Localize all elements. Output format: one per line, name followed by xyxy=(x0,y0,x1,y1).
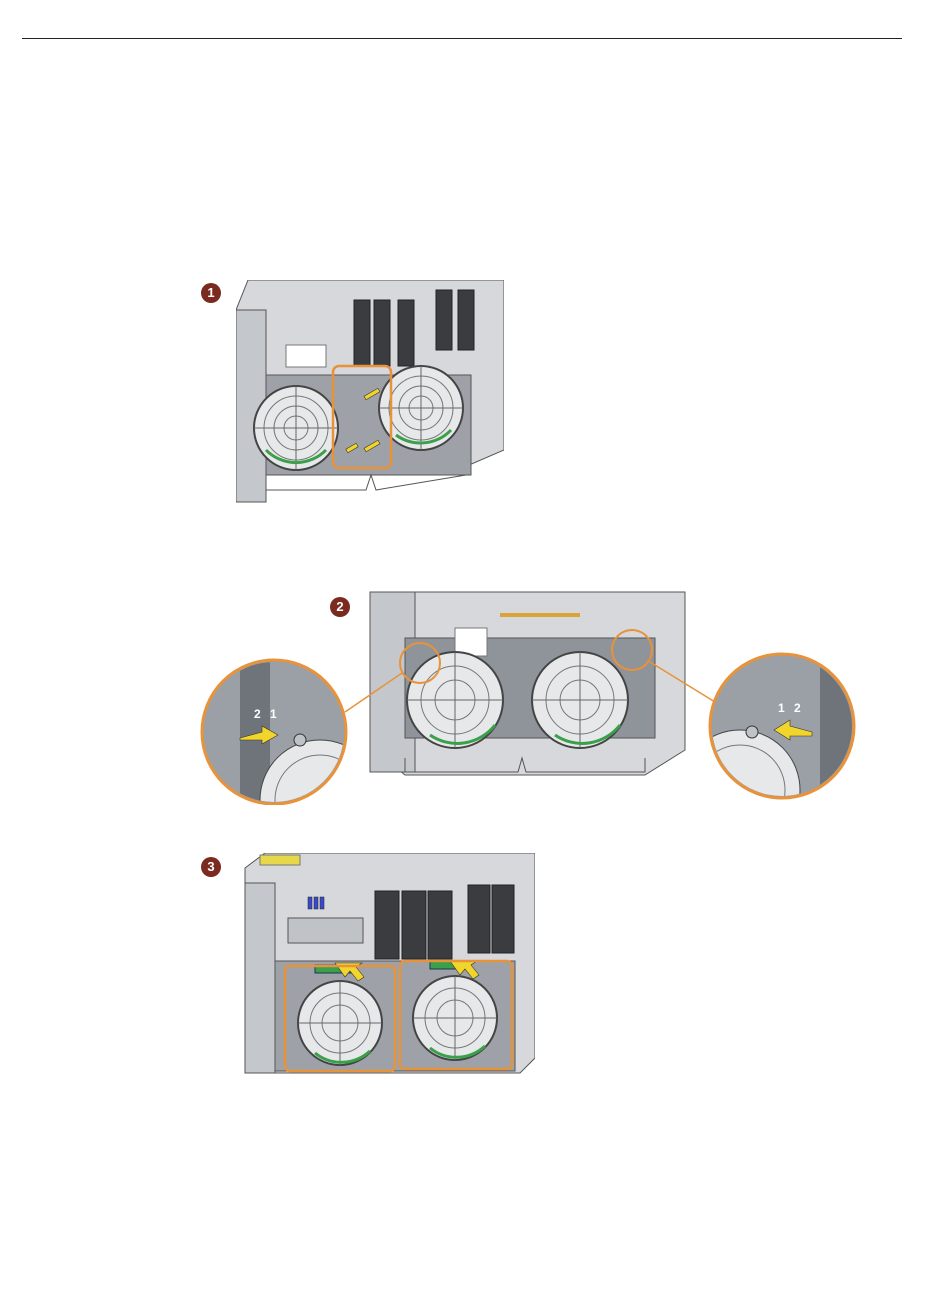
right-callout-2: 2 xyxy=(794,701,801,715)
fan-icon xyxy=(532,652,628,748)
chassis-illustration-1 xyxy=(236,280,504,505)
fan-icon xyxy=(298,981,382,1065)
step-1-badge: 1 xyxy=(201,283,221,303)
left-magnifier: 2 1 xyxy=(202,660,380,805)
right-callout-1: 1 xyxy=(778,701,785,715)
fan-icon xyxy=(254,386,338,470)
right-magnifier: 1 2 xyxy=(680,650,860,805)
header-rule xyxy=(22,38,902,39)
fan-icon xyxy=(413,976,497,1060)
step-3-badge: 3 xyxy=(201,857,221,877)
left-callout-1: 1 xyxy=(270,707,277,721)
step-3-figure xyxy=(240,853,535,1078)
left-callout-2: 2 xyxy=(254,707,261,721)
step-1-figure xyxy=(236,280,504,505)
chassis-illustration-3 xyxy=(240,853,535,1078)
fan-icon xyxy=(407,652,503,748)
step-2-figure: 2 1 1 2 xyxy=(200,590,860,805)
chassis-illustration-2: 2 1 1 2 xyxy=(200,590,860,805)
